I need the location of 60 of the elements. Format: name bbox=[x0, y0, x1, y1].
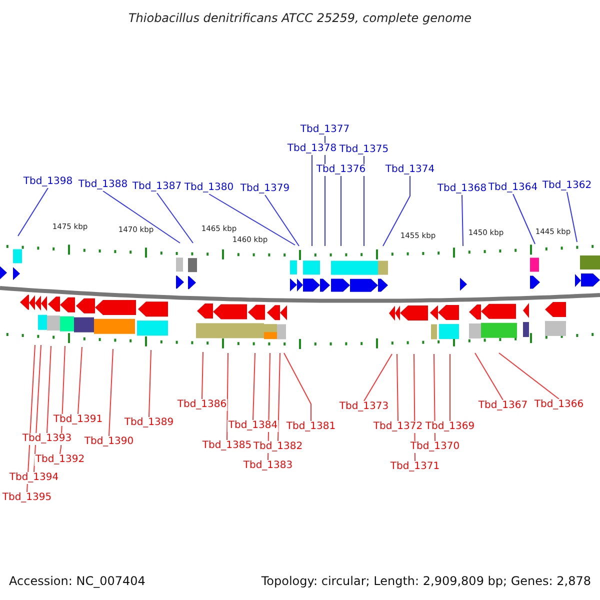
gene-label: Tbd_1391 bbox=[52, 414, 104, 426]
gene-label: Tbd_1368 bbox=[436, 183, 488, 195]
leader-line bbox=[202, 352, 204, 400]
accession-text: Accession: NC_007404 bbox=[9, 575, 146, 587]
leader-line bbox=[566, 192, 578, 242]
leader-line bbox=[108, 348, 114, 436]
gene-label: Tbd_1388 bbox=[77, 179, 129, 191]
gene-label: Tbd_1393 bbox=[21, 433, 73, 445]
leader-line bbox=[284, 352, 312, 422]
gene-label: Tbd_1389 bbox=[123, 417, 175, 429]
gene-label: Tbd_1374 bbox=[384, 164, 436, 176]
gene-label: Tbd_1372 bbox=[372, 421, 424, 433]
leader-line bbox=[434, 354, 436, 442]
gene-label: Tbd_1383 bbox=[242, 460, 294, 472]
gene-label: Tbd_1385 bbox=[201, 440, 253, 452]
gene-label: Tbd_1392 bbox=[34, 454, 86, 466]
gene-label: Tbd_1364 bbox=[487, 182, 539, 194]
gene-label: Tbd_1369 bbox=[424, 421, 476, 433]
leader-line bbox=[364, 354, 392, 402]
gene-label: Tbd_1384 bbox=[227, 420, 279, 432]
leader-line bbox=[462, 194, 464, 246]
gene-label: Tbd_1367 bbox=[477, 400, 529, 412]
leader-line bbox=[102, 190, 180, 244]
leader-line bbox=[226, 352, 228, 440]
gene-label: Tbd_1398 bbox=[22, 176, 74, 188]
gene-label: Tbd_1362 bbox=[541, 180, 593, 192]
leader-line bbox=[498, 352, 560, 400]
gene-label: Tbd_1390 bbox=[83, 436, 135, 448]
leader-line bbox=[512, 194, 536, 244]
gene-label: Tbd_1366 bbox=[533, 399, 585, 411]
gene-label: Tbd_1375 bbox=[338, 144, 390, 156]
leader-line bbox=[78, 346, 82, 414]
gene-label: Tbd_1376 bbox=[315, 164, 367, 176]
leader-line bbox=[208, 194, 296, 246]
gene-label: Tbd_1382 bbox=[252, 441, 304, 453]
leader-line bbox=[278, 352, 280, 442]
gene-label: Tbd_1373 bbox=[338, 401, 390, 413]
gene-label: Tbd_1370 bbox=[409, 441, 461, 453]
gene-label: Tbd_1377 bbox=[299, 124, 351, 136]
page-title: Thiobacillus denitrificans ATCC 25259, complete genome bbox=[127, 12, 473, 24]
leader-line bbox=[46, 346, 52, 434]
leader-line bbox=[148, 350, 152, 418]
gene-label: Tbd_1386 bbox=[176, 399, 228, 411]
leader-line bbox=[396, 354, 398, 422]
gene-label: Tbd_1379 bbox=[239, 183, 291, 195]
leader-line bbox=[474, 352, 504, 400]
leader-line bbox=[382, 176, 410, 246]
gene-label: Tbd_1394 bbox=[8, 472, 60, 484]
leader-line bbox=[156, 192, 194, 244]
gene-label: Tbd_1371 bbox=[389, 461, 441, 473]
gene-label: Tbd_1387 bbox=[131, 181, 183, 193]
gene-label: Tbd_1395 bbox=[1, 492, 53, 504]
gene-label: Tbd_1380 bbox=[183, 182, 235, 194]
gene-label: Tbd_1381 bbox=[285, 421, 337, 433]
leader-line bbox=[252, 352, 256, 420]
genome-info-text: Topology: circular; Length: 2,909,809 bp; Genes: 2,878 bbox=[261, 575, 591, 587]
leader-line bbox=[340, 176, 342, 246]
leader-line bbox=[18, 188, 48, 236]
gene-label: Tbd_1378 bbox=[286, 143, 338, 155]
leader-line bbox=[264, 194, 300, 246]
